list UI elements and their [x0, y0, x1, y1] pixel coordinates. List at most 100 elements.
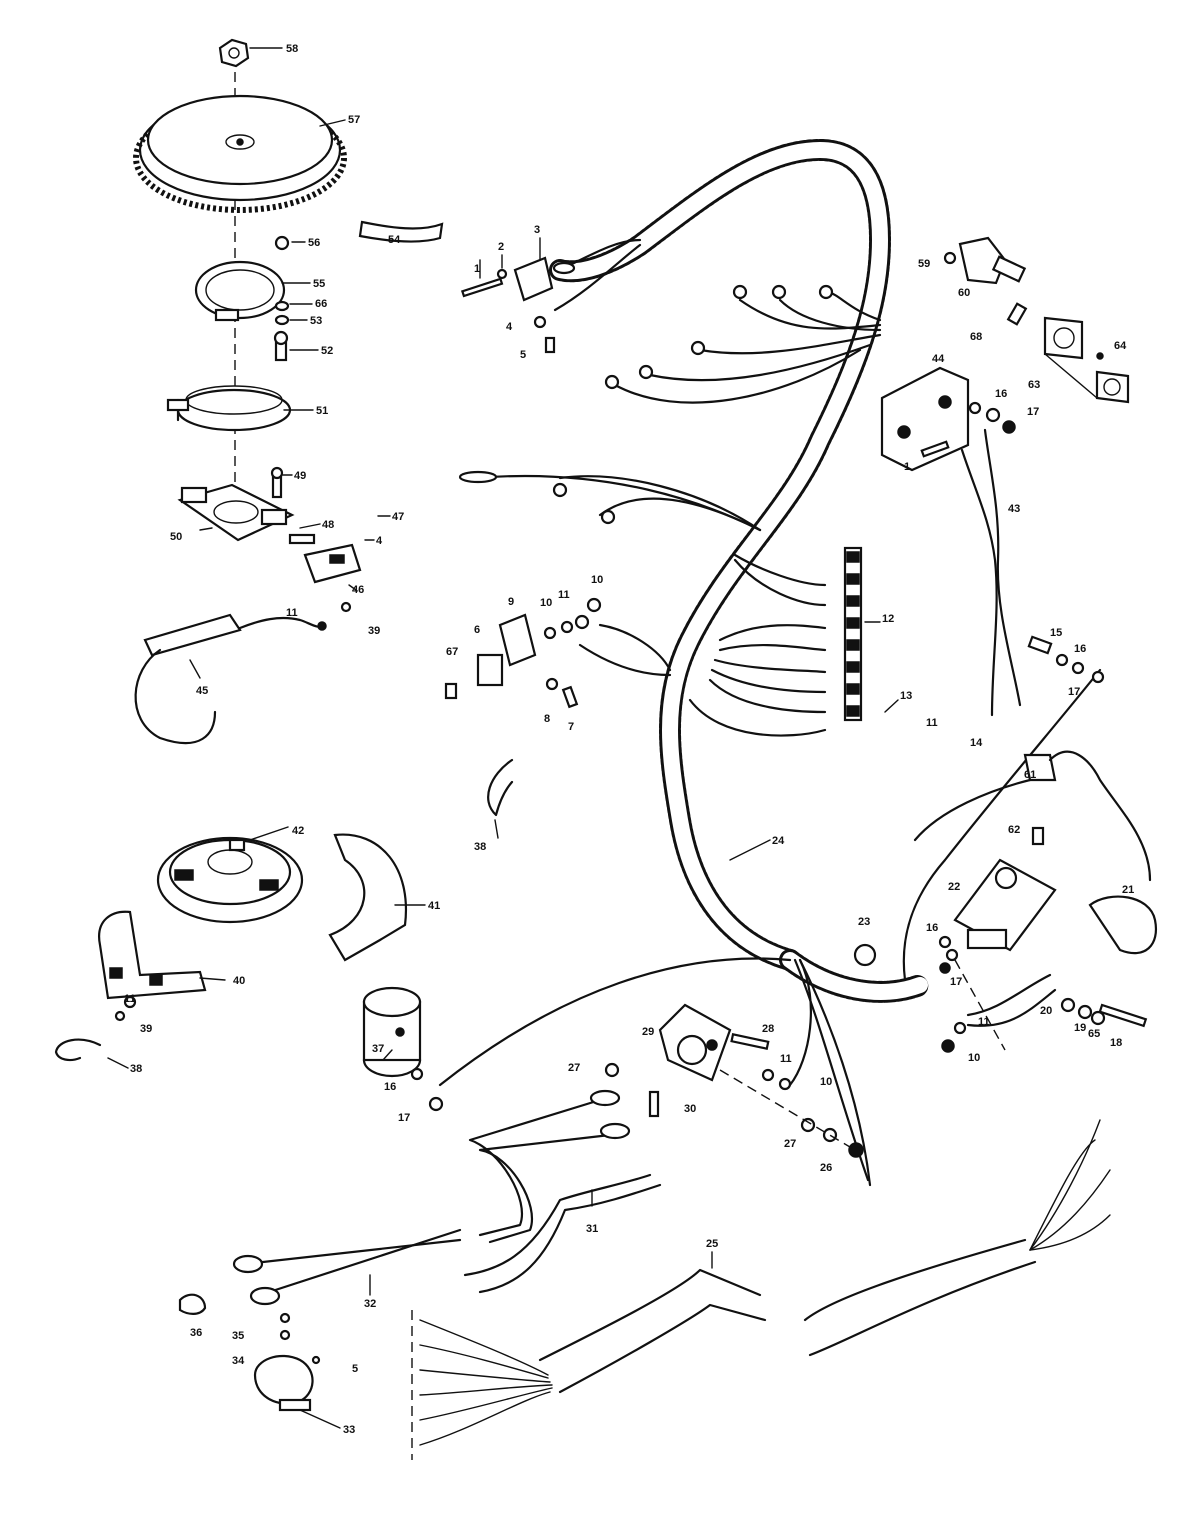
- callout-55: 55: [313, 278, 325, 290]
- callout-44: 44: [932, 353, 945, 365]
- callout-30: 30: [684, 1103, 696, 1115]
- callout-17-right: 17: [1068, 686, 1080, 698]
- callout-20: 20: [1040, 1005, 1052, 1017]
- callout-17-upper: 17: [1027, 406, 1039, 418]
- callout-47: 47: [392, 511, 404, 523]
- callout-16-right: 16: [1074, 643, 1086, 655]
- callout-43: 43: [1008, 503, 1020, 515]
- callout-16-upper: 16: [995, 388, 1007, 400]
- strip-54: [358, 220, 444, 243]
- callout-5-upper: 5: [520, 349, 526, 361]
- lead-43: [960, 448, 998, 717]
- callout-68: 68: [970, 331, 982, 343]
- lead-31: [463, 1173, 652, 1277]
- flywheel-assembly: [133, 38, 362, 584]
- battery-cables-32: [232, 1089, 631, 1306]
- callout-61: 61: [1024, 769, 1036, 781]
- callout-26: 26: [820, 1162, 832, 1174]
- switch-33: [178, 1293, 321, 1412]
- callout-58: 58: [286, 43, 298, 55]
- callout-23: 23: [858, 916, 870, 928]
- callout-17-mid: 17: [950, 976, 962, 988]
- retaining-ring-38-lower: [54, 1038, 102, 1062]
- callout-32: 32: [364, 1298, 376, 1310]
- relay-6-bracket-9: [444, 597, 672, 709]
- ignition-switch-60: [943, 236, 1130, 404]
- main-wiring-harness-24: [549, 138, 931, 1003]
- callout-2: 2: [498, 241, 504, 253]
- callout-51: 51: [316, 405, 328, 417]
- callout-numbers: 58 57 56 55 66 53 52 51 49 50 48 47 4 46…: [124, 43, 1134, 1436]
- callout-57: 57: [348, 114, 360, 126]
- callout-15: 15: [1050, 627, 1062, 639]
- leader-lines: [107, 47, 899, 1429]
- callout-19: 19: [1074, 1022, 1086, 1034]
- callout-27-lower: 27: [784, 1138, 796, 1150]
- callout-64: 64: [1114, 340, 1127, 352]
- callout-38-lower: 38: [130, 1063, 142, 1075]
- callout-35: 35: [232, 1330, 244, 1342]
- callout-11-solenoid: 11: [780, 1053, 792, 1065]
- callout-10-right: 10: [968, 1052, 980, 1064]
- callout-29: 29: [642, 1026, 654, 1038]
- callout-24: 24: [772, 835, 785, 847]
- callout-65: 65: [1088, 1028, 1100, 1040]
- callout-36: 36: [190, 1327, 202, 1339]
- callout-48: 48: [322, 519, 334, 531]
- callout-17-cap: 17: [398, 1112, 410, 1124]
- callout-1-upper: 1: [474, 263, 480, 275]
- callout-6: 6: [474, 624, 480, 636]
- callout-27-upper: 27: [568, 1062, 580, 1074]
- callout-16-mid: 16: [926, 922, 938, 934]
- callout-25: 25: [706, 1238, 718, 1250]
- callout-4-lower: 4: [376, 535, 383, 547]
- callout-54: 54: [388, 234, 401, 246]
- callout-56: 56: [308, 237, 320, 249]
- callout-22: 22: [948, 881, 960, 893]
- bracket-3: [460, 238, 642, 354]
- callout-11-bracket: 11: [558, 589, 570, 601]
- callout-3: 3: [534, 224, 540, 236]
- callout-49: 49: [294, 470, 306, 482]
- right-side-components: [853, 635, 1158, 1053]
- callout-12: 12: [882, 613, 894, 625]
- callout-11-right: 11: [978, 1016, 990, 1028]
- cable-25: [411, 1119, 1111, 1460]
- terminal-block-12: [688, 546, 863, 737]
- callout-10-b: 10: [540, 597, 552, 609]
- callout-8: 8: [544, 713, 550, 725]
- callout-11-block: 11: [926, 717, 938, 729]
- solenoid-29: [604, 1003, 864, 1158]
- callout-10-a: 10: [591, 574, 603, 586]
- rectifier-44: [880, 366, 1016, 472]
- callout-34: 34: [232, 1355, 245, 1367]
- callout-50: 50: [170, 531, 182, 543]
- callout-18: 18: [1110, 1037, 1122, 1049]
- retaining-ring-38: [487, 758, 514, 817]
- callout-21: 21: [1122, 884, 1134, 896]
- callout-1-lower: 1: [904, 461, 910, 473]
- callout-5-lower: 5: [352, 1363, 358, 1375]
- coil-41: [328, 833, 408, 962]
- callout-67: 67: [446, 646, 458, 658]
- trigger-sensor-45: [134, 601, 352, 745]
- callout-62: 62: [1008, 824, 1020, 836]
- stator-42: [156, 836, 304, 924]
- callout-33: 33: [343, 1424, 355, 1436]
- callout-39-lower: 39: [140, 1023, 152, 1035]
- callout-11-sensor: 11: [286, 607, 298, 619]
- callout-31: 31: [586, 1223, 598, 1235]
- callout-38-upper: 38: [474, 841, 486, 853]
- callout-7: 7: [568, 721, 574, 733]
- callout-16-cap: 16: [384, 1081, 396, 1093]
- callout-39-upper: 39: [368, 625, 380, 637]
- callout-59: 59: [918, 258, 930, 270]
- callout-46: 46: [352, 584, 364, 596]
- callout-60: 60: [958, 287, 970, 299]
- callout-37: 37: [372, 1043, 384, 1055]
- callout-9: 9: [508, 596, 514, 608]
- callout-4-upper: 4: [506, 321, 513, 333]
- harness-leads-upper: [458, 284, 882, 532]
